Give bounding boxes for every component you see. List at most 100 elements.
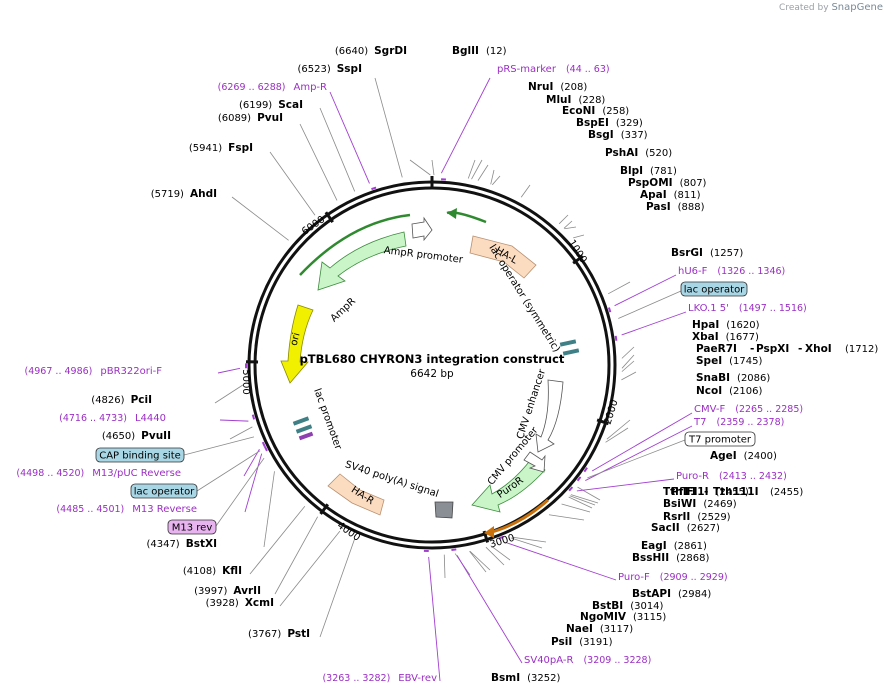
primer-T7[interactable]: T7(2359 .. 2378) [693,417,784,428]
site-BspEI[interactable]: BspEI(329) [576,117,643,129]
site-labels: SgrDI(6640)BglII(12)SspI(6523)NruI(208)M… [16,45,878,684]
feature-ori[interactable]: ori [280,304,314,384]
primer-M13/pUC Reverse[interactable]: M13/pUC Reverse(4498 .. 4520) [16,468,181,479]
primer-leader-0 [440,77,491,174]
site-BstXI[interactable]: BstXI(4347) [146,538,217,550]
site-position: (3115) [633,612,666,623]
leader-SnaBI [606,419,631,440]
site-PasI[interactable]: PasI(888) [646,201,705,213]
leader-BstBI [485,546,505,566]
primer-name: M13 Reverse [132,504,197,515]
primer-SV40pA-R[interactable]: SV40pA-R(3209 .. 3228) [524,655,651,666]
site-position: (2868) [676,553,709,564]
primer-arc-puro [484,498,549,538]
primer-LKO.1 5'[interactable]: LKO.1 5'(1497 .. 1516) [688,303,807,314]
site-BstAPI[interactable]: BstAPI(2984) [632,588,711,600]
primer-pRS-marker[interactable]: pRS-marker(44 .. 63) [497,64,610,75]
site-BsmI[interactable]: BsmI(3252) [491,672,560,684]
primer-Puro-F[interactable]: Puro-F(2909 .. 2929) [618,572,728,583]
site-PaeR7I-PspXI-XhoI[interactable]: PaeR7I-PspXI-XhoI(1712) [696,343,878,355]
feature-CMV-enhancer[interactable]: CMV enhancer [515,367,564,453]
primer-name: M13/pUC Reverse [92,468,181,479]
site-BstBI[interactable]: BstBI(3014) [592,600,664,612]
site-BglII[interactable]: BglII(12) [452,45,507,57]
primer-range: (3209 .. 3228) [583,655,651,666]
site-name: BsgI [588,129,614,141]
site-XcmI[interactable]: XcmI(3928) [206,597,274,609]
primer-Puro-R[interactable]: Puro-R(2413 .. 2432) [676,471,787,482]
site-position: (2106) [729,386,762,397]
site-position: (1620) [726,320,759,331]
site-NgoMIV[interactable]: NgoMIV(3115) [580,611,666,623]
site-EcoNI[interactable]: EcoNI(258) [562,105,629,117]
site-BlpI[interactable]: BlpI(781) [620,165,677,177]
site-PvuII[interactable]: PvuII(4650) [102,430,171,442]
primer-EBV-rev[interactable]: EBV-rev(3263 .. 3282) [322,673,437,684]
site-name: PaeR7I [696,343,737,355]
leader-XbaI [621,354,635,369]
site-name: BsrGI [671,247,703,259]
site-BssHII[interactable]: BssHII(2868) [632,552,709,564]
site-ApaI[interactable]: ApaI(811) [640,189,701,201]
primer-name: Amp-R [294,82,328,93]
site-name: SacII [651,522,680,534]
feature-tag-M13-rev[interactable]: M13 rev [167,519,217,535]
plasmid-title: pTBL680 CHYRON3 integration construct [300,352,565,366]
site-AgeI[interactable]: AgeI(2400) [710,450,777,462]
site-PshAI[interactable]: PshAI(520) [605,147,672,159]
site-EagI[interactable]: EagI(2861) [641,540,707,552]
site-AhdI[interactable]: AhdI(5719) [151,188,217,200]
site-SpeI[interactable]: SpeI(1745) [696,355,762,367]
feature-lac-promoter[interactable]: lac promoter [292,387,344,452]
site-Tth111I[interactable]: Tth111I(2455) [663,486,749,498]
site-BsiWI[interactable]: BsiWI(2469) [663,498,737,510]
site-SspI[interactable]: SspI(6523) [297,63,362,75]
site-SacII[interactable]: SacII(2627) [651,522,720,534]
site-BsrGI[interactable]: BsrGI(1257) [671,247,743,259]
primer-range: (1326 .. 1346) [717,266,785,277]
site-PsiI[interactable]: PsiI(3191) [551,636,613,648]
tag-text: T7 promoter [688,435,752,446]
feature-tag-T7-promoter[interactable]: T7 promoter [684,431,756,447]
feature-tag-CAP-binding-site[interactable]: CAP binding site [95,447,185,463]
site-PciI[interactable]: PciI(4826) [91,394,152,406]
feature-HA-L[interactable]: HA-L [469,235,537,279]
primer-CMV-F[interactable]: CMV-F(2265 .. 2285) [694,404,803,415]
site-position: (4650) [102,431,135,442]
site-NaeI[interactable]: NaeI(3117) [566,623,633,635]
leader-BssHII [510,537,543,549]
primer-Amp-R[interactable]: Amp-R(6269 .. 6288) [218,82,327,93]
site-SnaBI[interactable]: SnaBI(2086) [696,372,770,384]
site-BsgI[interactable]: BsgI(337) [588,129,648,141]
site-AvrII[interactable]: AvrII(3997) [194,585,261,597]
site-HpaI[interactable]: HpaI(1620) [692,319,760,331]
leader-PflFI [570,494,599,504]
site-PspOMI[interactable]: PspOMI(807) [628,177,707,189]
site-XbaI[interactable]: XbaI(1677) [692,331,759,343]
site-name: PciI [131,394,152,406]
primer-hU6-F[interactable]: hU6-F(1326 .. 1346) [678,266,785,277]
site-FspI[interactable]: FspI(5941) [189,142,253,154]
site-PvuI[interactable]: PvuI(6089) [218,112,283,124]
primer-arc-top [299,208,487,276]
site-SgrDI[interactable]: SgrDI(6640) [335,45,407,57]
site-MluI[interactable]: MluI(228) [546,94,605,106]
primer-mark-10 [263,446,268,452]
site-PstI[interactable]: PstI(3767) [248,628,310,640]
site-RsrII[interactable]: RsrII(2529) [663,511,731,523]
site-name: NruI [528,81,553,93]
feature-tag-lac-operator[interactable]: lac operator [680,281,748,297]
leader-XcmI [279,530,341,607]
site-KflI[interactable]: KflI(4108) [183,565,242,577]
site-name: PstI [287,628,310,640]
site-NruI[interactable]: NruI(208) [528,81,587,93]
site-ScaI[interactable]: ScaI(6199) [239,99,303,111]
tag-box [95,447,185,463]
feature-lac-operator-symmetric[interactable]: lac operator (symmetric) [486,243,580,356]
primer-L4440[interactable]: L4440(4716 .. 4733) [59,413,166,424]
site-PflFI-Tth111I[interactable]: PflFI-Tth111I(2455) [671,486,803,498]
site-NcoI[interactable]: NcoI(2106) [696,385,762,397]
primer-pBR322ori-F[interactable]: pBR322ori-F(4967 .. 4986) [25,366,163,377]
feature-tag-lac-operator[interactable]: lac operator [130,483,198,499]
primer-M13 Reverse[interactable]: M13 Reverse(4485 .. 4501) [56,504,197,515]
